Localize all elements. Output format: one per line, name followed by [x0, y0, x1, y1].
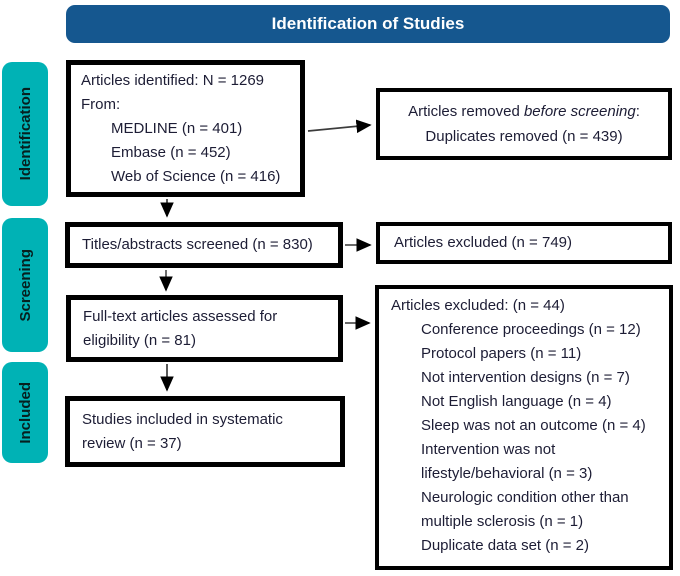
fulltext-line2: eligibility (n = 81)	[83, 332, 196, 349]
arrow-identified-to-removed	[307, 119, 372, 134]
box-fulltext-assessed: Full-text articles assessed for eligibil…	[66, 295, 343, 362]
box-articles-identified: Articles identified: N = 1269 From: MEDL…	[66, 60, 305, 197]
removed-header-colon: :	[635, 103, 640, 120]
stage-label-included: Included	[16, 381, 34, 444]
box-articles-excluded-fulltext: Articles excluded: (n = 44) Conference p…	[375, 285, 673, 570]
stage-tab-identification: Identification	[2, 62, 48, 206]
excluded-screening-text: Articles excluded (n = 749)	[394, 234, 573, 251]
reason-neurologic-1: Neurologic condition other than	[421, 489, 629, 506]
box-studies-included: Studies included in systematic review (n…	[65, 396, 345, 467]
reason-not-intervention: Not intervention designs (n = 7)	[421, 369, 630, 386]
fulltext-line1: Full-text articles assessed for	[83, 308, 278, 325]
reason-not-lifestyle-2: lifestyle/behavioral (n = 3)	[421, 465, 593, 482]
reason-neurologic-2: multiple sclerosis (n = 1)	[421, 513, 584, 530]
reason-conference: Conference proceedings (n = 12)	[421, 321, 641, 338]
removed-header-italic: before screening	[523, 103, 636, 120]
duplicates-removed: Duplicates removed (n = 439)	[425, 128, 623, 145]
diagram-title-bar: Identification of Studies	[66, 5, 670, 43]
stage-tab-included: Included	[2, 362, 48, 463]
stage-label-identification: Identification	[16, 87, 34, 181]
identified-from-label: From:	[81, 96, 121, 113]
box-titles-abstracts-screened: Titles/abstracts screened (n = 830)	[65, 222, 343, 268]
box-articles-removed: Articles removed before screening: Dupli…	[376, 88, 672, 160]
stage-tab-screening: Screening	[2, 218, 48, 352]
removed-header-text: Articles removed	[408, 103, 524, 120]
included-line1: Studies included in systematic	[82, 411, 283, 428]
excluded-fulltext-header: Articles excluded: (n = 44)	[391, 297, 565, 314]
identified-total: Articles identified: N = 1269	[81, 72, 265, 89]
reason-not-lifestyle-1: Intervention was not	[421, 441, 556, 458]
screened-text: Titles/abstracts screened (n = 830)	[82, 236, 313, 253]
reason-sleep-not-outcome: Sleep was not an outcome (n = 4)	[421, 417, 646, 434]
removed-header: Articles removed before screening:	[386, 99, 662, 124]
box-articles-excluded-screening: Articles excluded (n = 749)	[376, 222, 672, 264]
stage-label-screening: Screening	[16, 248, 34, 322]
source-medline: MEDLINE (n = 401)	[111, 120, 243, 137]
source-web-of-science: Web of Science (n = 416)	[111, 168, 281, 185]
reason-not-english: Not English language (n = 4)	[421, 393, 612, 410]
source-embase: Embase (n = 452)	[111, 144, 231, 161]
diagram-title: Identification of Studies	[271, 14, 465, 33]
reason-protocol: Protocol papers (n = 11)	[421, 345, 582, 362]
reason-duplicate-data: Duplicate data set (n = 2)	[421, 537, 590, 554]
included-line2: review (n = 37)	[82, 435, 182, 452]
